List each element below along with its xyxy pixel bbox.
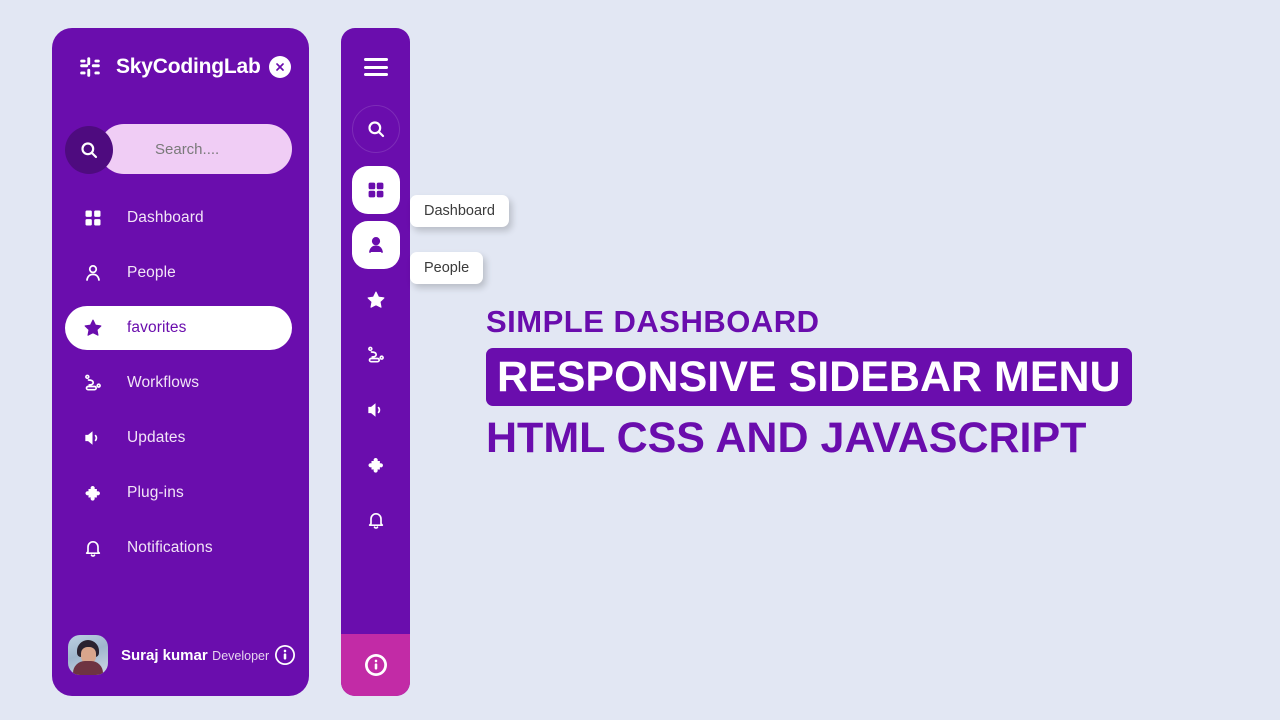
profile-text: Suraj kumar Developer bbox=[121, 646, 275, 665]
sidebar-item-label: Notifications bbox=[127, 539, 213, 556]
close-sidebar-button[interactable] bbox=[269, 56, 291, 78]
sidebar-item-dashboard[interactable]: Dashboard bbox=[65, 196, 292, 240]
collapsed-item-people[interactable] bbox=[351, 221, 400, 269]
grid-dashboard-icon bbox=[82, 207, 104, 229]
headline-line-3: HTML CSS AND JAVASCRIPT bbox=[486, 414, 1087, 462]
collapsed-item-updates[interactable] bbox=[352, 386, 400, 434]
headline: SIMPLE DASHBOARD RESPONSIVE SIDEBAR MENU… bbox=[486, 300, 1206, 467]
slack-hash-icon bbox=[78, 55, 102, 79]
user-profile[interactable]: Suraj kumar Developer bbox=[68, 630, 295, 680]
collapsed-item-notifications[interactable] bbox=[352, 496, 400, 544]
puzzle-piece-icon bbox=[82, 482, 104, 504]
collapsed-item-dashboard[interactable] bbox=[351, 166, 400, 214]
sidebar-item-people[interactable]: People bbox=[65, 251, 292, 295]
info-circle-icon bbox=[276, 646, 294, 664]
person-icon bbox=[368, 237, 383, 253]
collapsed-search-button[interactable] bbox=[351, 105, 400, 153]
sidebar-item-updates[interactable]: Updates bbox=[65, 416, 292, 460]
search-input[interactable] bbox=[99, 124, 292, 174]
bell-icon bbox=[368, 513, 383, 529]
tooltip-people: People bbox=[410, 252, 484, 284]
person-icon bbox=[82, 262, 104, 284]
puzzle-piece-icon bbox=[367, 457, 383, 473]
sidebar-item-label: Updates bbox=[127, 429, 186, 446]
headline-line-1: SIMPLE DASHBOARD bbox=[486, 304, 820, 339]
sidebar-item-label: Dashboard bbox=[127, 209, 204, 226]
search-bar bbox=[65, 124, 292, 174]
collapsed-item-favorites[interactable] bbox=[352, 276, 400, 324]
search-button[interactable] bbox=[65, 126, 113, 174]
sidebar-menu: Dashboard People favorites bbox=[52, 196, 309, 630]
sidebar-item-label: People bbox=[127, 264, 176, 281]
sidebar-item-notifications[interactable]: Notifications bbox=[65, 526, 292, 570]
brand-name: SkyCodingLab bbox=[116, 55, 261, 78]
tooltip-dashboard: Dashboard bbox=[410, 195, 509, 227]
profile-info-button[interactable] bbox=[275, 645, 295, 665]
info-button[interactable] bbox=[364, 654, 387, 676]
info-circle-icon bbox=[367, 656, 384, 674]
sidebar-item-plugins[interactable]: Plug-ins bbox=[65, 471, 292, 515]
workflow-nodes-icon bbox=[367, 346, 384, 363]
sidebar-item-favorites[interactable]: favorites bbox=[65, 306, 292, 350]
profile-role: Developer bbox=[212, 648, 270, 663]
collapsed-footer-info-button[interactable] bbox=[341, 634, 410, 696]
sidebar-header: SkyCodingLab bbox=[52, 36, 309, 98]
search-icon bbox=[81, 142, 98, 159]
grid-dashboard-icon bbox=[368, 182, 383, 198]
star-icon bbox=[367, 291, 384, 308]
collapsed-sidebar bbox=[341, 28, 410, 696]
headline-line-2: RESPONSIVE SIDEBAR MENU bbox=[486, 348, 1132, 406]
speaker-icon bbox=[367, 403, 380, 417]
collapsed-item-workflows[interactable] bbox=[352, 331, 400, 379]
hamburger-menu-icon[interactable] bbox=[363, 58, 388, 76]
collapsed-menu bbox=[341, 166, 410, 551]
collapsed-item-plugins[interactable] bbox=[352, 441, 400, 489]
close-icon bbox=[276, 63, 284, 71]
search-icon bbox=[367, 121, 384, 138]
sidebar-item-label: Workflows bbox=[127, 374, 200, 391]
sidebar-item-label: Plug-ins bbox=[127, 484, 184, 501]
workflow-nodes-icon bbox=[82, 372, 104, 394]
bell-icon bbox=[82, 537, 104, 559]
sidebar-item-label: favorites bbox=[127, 319, 187, 336]
avatar bbox=[68, 635, 108, 675]
star-icon bbox=[82, 317, 104, 339]
profile-name: Suraj kumar bbox=[121, 646, 208, 664]
expanded-sidebar: SkyCodingLab Dashb bbox=[52, 28, 309, 696]
speaker-icon bbox=[82, 427, 104, 449]
sidebar-item-workflows[interactable]: Workflows bbox=[65, 361, 292, 405]
